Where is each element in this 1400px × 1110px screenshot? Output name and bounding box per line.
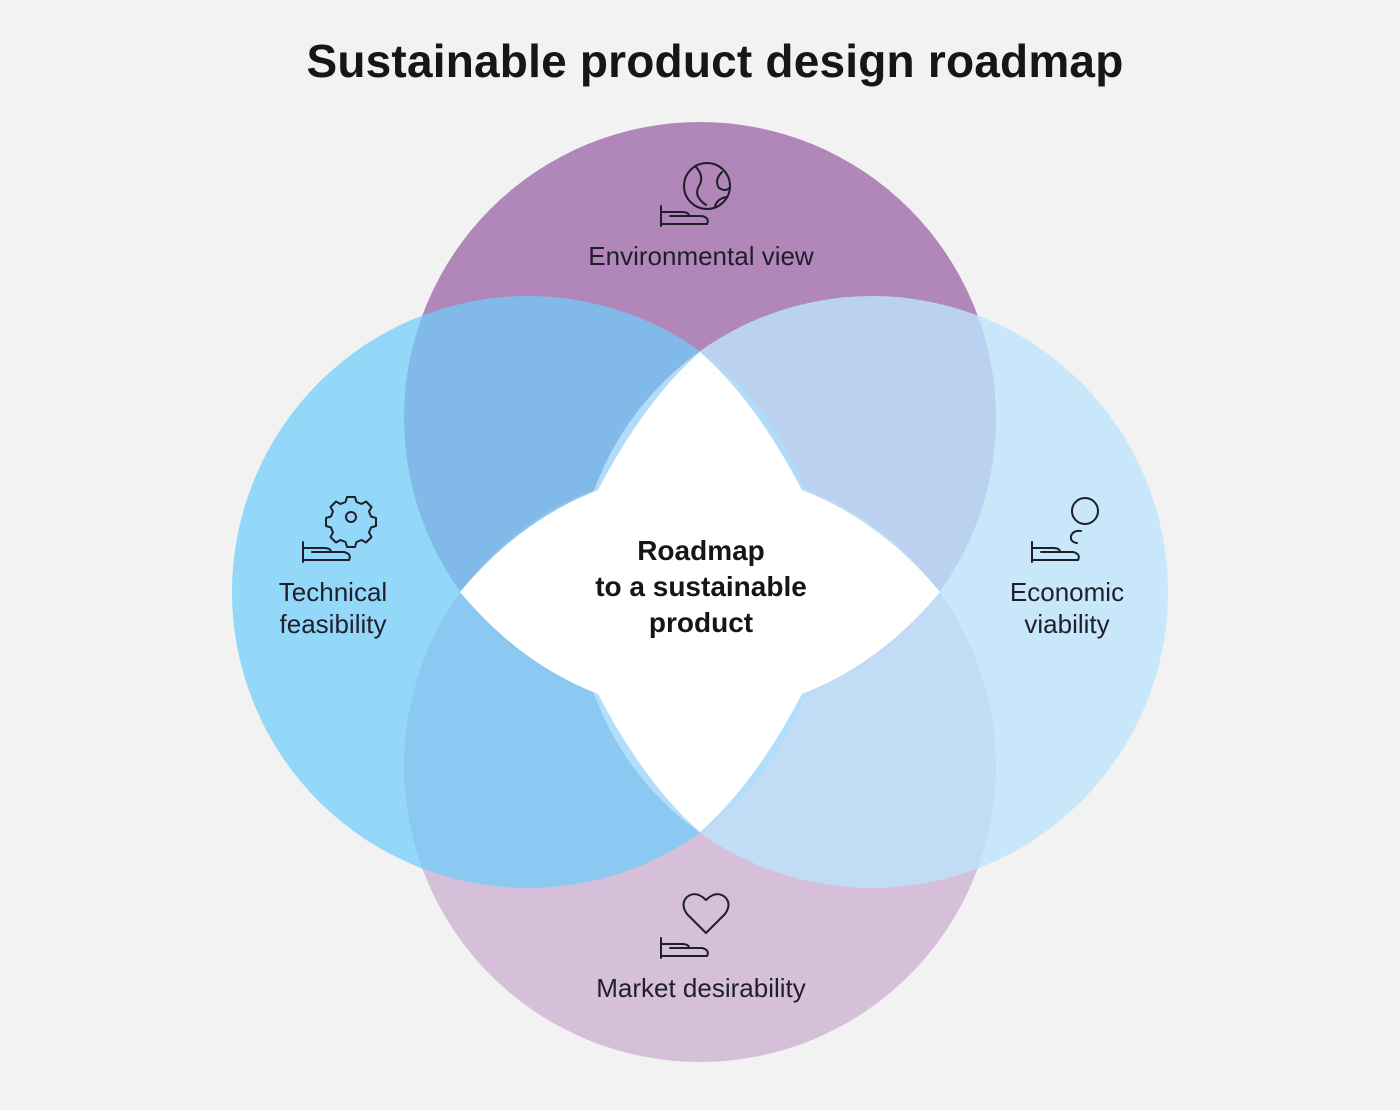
environmental-label-line: Environmental view [588, 241, 814, 271]
economic-label: Economic viability [976, 576, 1158, 640]
economic-label-line-2: viability [1024, 609, 1110, 639]
economic-label-line-1: Economic [1009, 577, 1125, 607]
market-label-line: Market desirability [596, 973, 806, 1003]
globe-in-hand-icon [660, 162, 731, 227]
market-label: Market desirability [500, 972, 902, 1004]
technical-label-line-2: feasibility [279, 609, 387, 639]
center-label-line-3: product [648, 607, 754, 638]
center-region [460, 352, 940, 832]
gear-in-hand-icon [302, 496, 377, 563]
technical-label-line-1: Technical [278, 577, 388, 607]
center-label: Roadmap to a sustainable product [560, 533, 842, 641]
technical-label: Technical feasibility [242, 576, 424, 640]
diagram-title: Sustainable product design roadmap [306, 35, 1124, 87]
center-label-line-2: to a sustainable [595, 571, 807, 602]
center-label-line-1: Roadmap [637, 535, 765, 566]
heart-in-hand-icon [660, 893, 730, 959]
coin-in-hand-icon [1031, 497, 1099, 563]
environmental-label: Environmental view [500, 240, 902, 272]
